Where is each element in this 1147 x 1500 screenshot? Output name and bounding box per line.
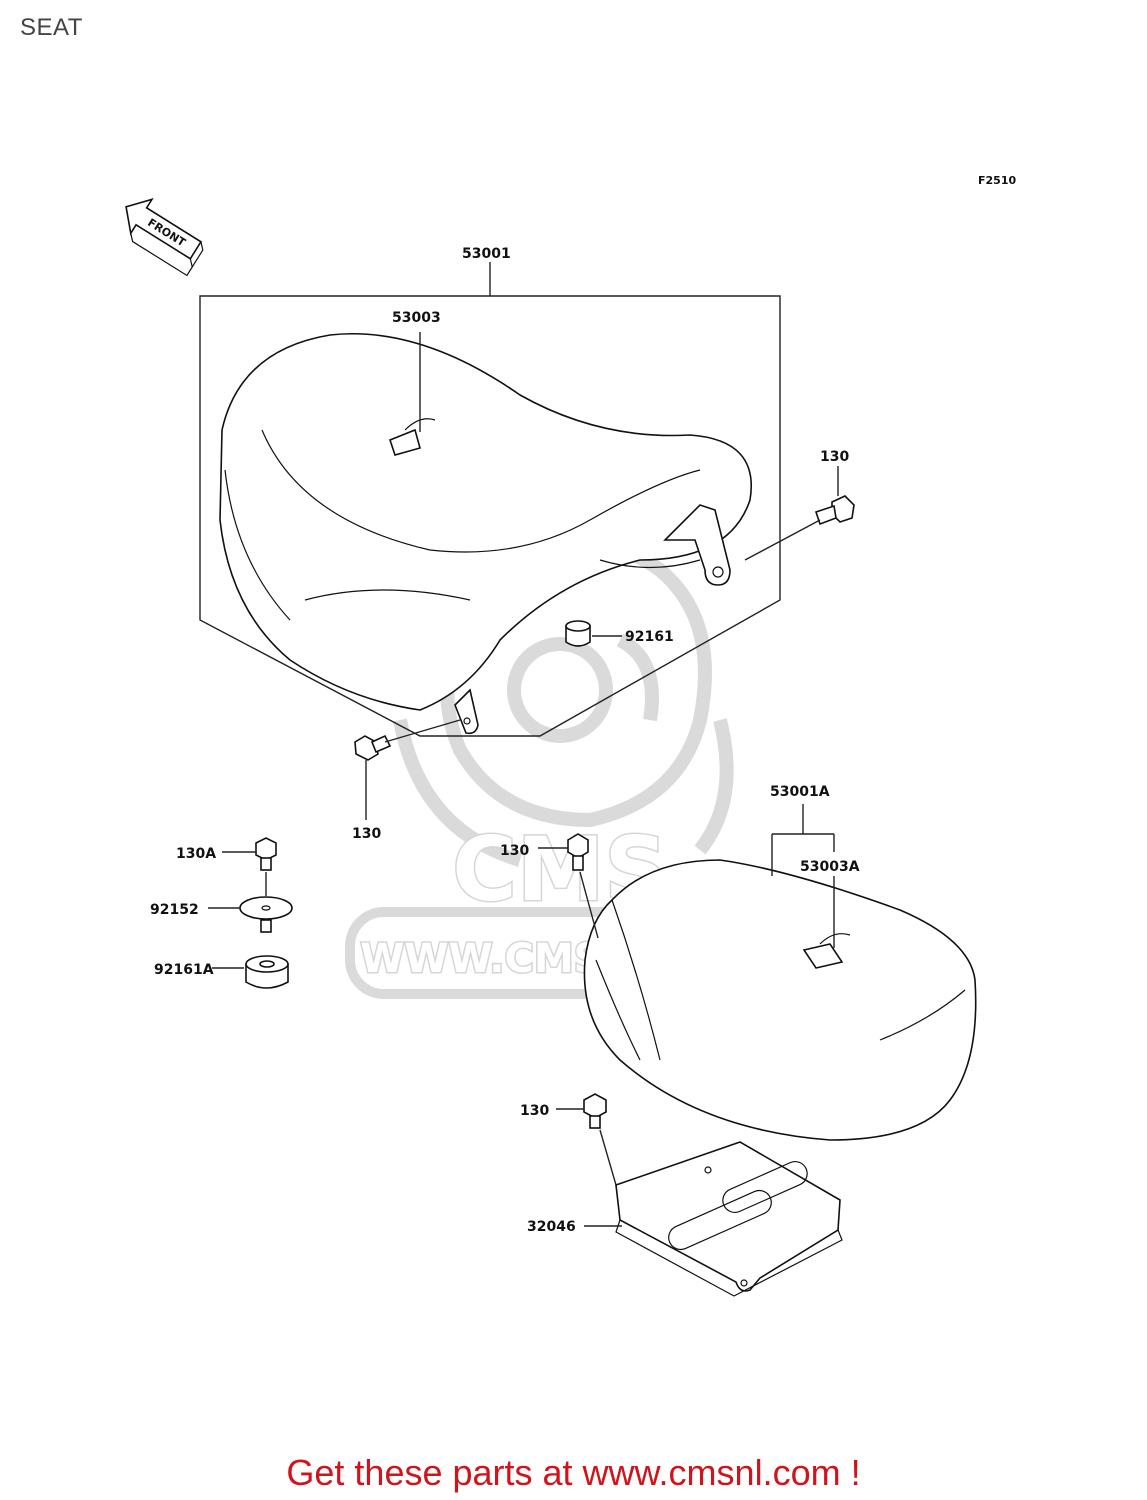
bolt-130-rear-seat [567,833,589,871]
plate-32046 [615,1141,843,1297]
bolt-130A [255,837,277,871]
rear-seat [583,859,977,1141]
bolt-130-bottom [583,1093,607,1129]
figure-code: F2510 [978,174,1016,187]
callout-32046: 32046 [527,1219,576,1235]
callout-130A: 130A [176,846,216,862]
callout-53003: 53003 [392,310,441,326]
front-arrow: FRONT [125,198,204,277]
callout-130-bottom: 130 [520,1103,549,1119]
main-seat [219,332,752,735]
callout-130-rear-seat: 130 [500,843,529,859]
page-title: SEAT [20,14,83,41]
callout-92161A: 92161A [154,962,214,978]
callout-53001: 53001 [462,246,511,262]
bolt-130-front [354,734,392,761]
watermark-helmet-logo [393,535,734,867]
callout-92152: 92152 [150,902,199,918]
footer-cta[interactable]: Get these parts at www.cmsnl.com ! [286,1452,861,1493]
seat-assembly-bracket [199,262,781,737]
callout-92161: 92161 [625,629,674,645]
callout-53001A: 53001A [770,784,830,800]
damper-92161A [245,955,289,989]
callout-130-front: 130 [352,826,381,842]
callout-53003A: 53003A [800,859,860,875]
damper-92161 [565,620,591,647]
bolt-130-rear [814,495,855,526]
watermark-brand: CMS [452,818,668,921]
washer-92152 [239,896,293,933]
callout-130-rear: 130 [820,449,849,465]
